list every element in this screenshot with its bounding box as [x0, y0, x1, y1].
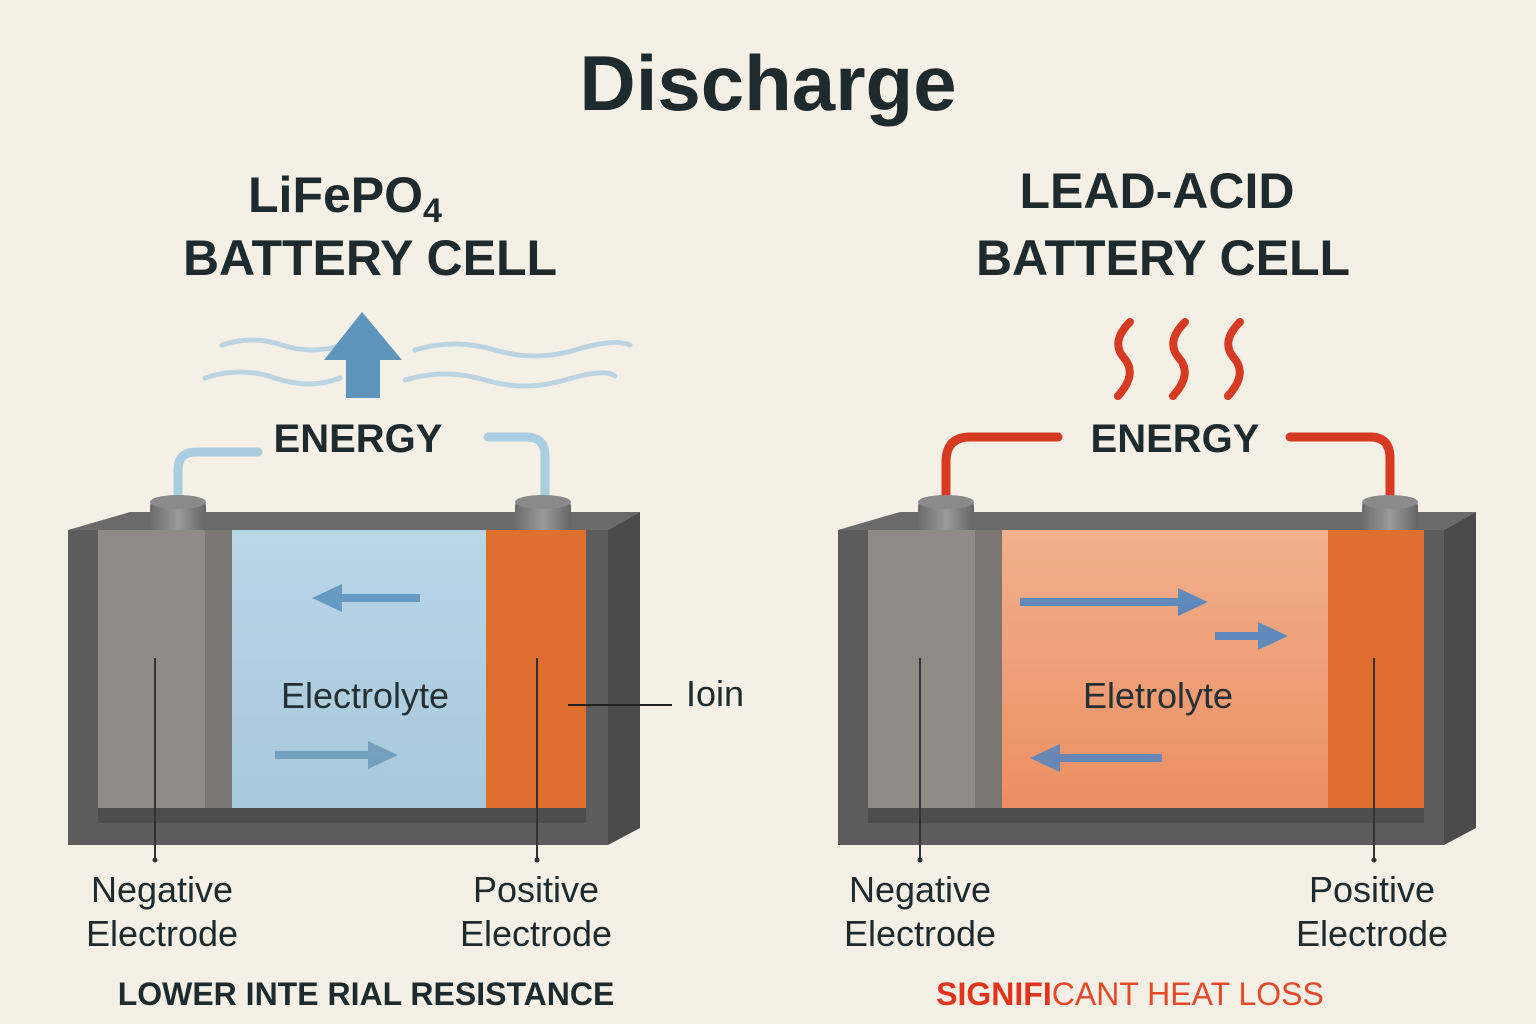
right-footer: SIGNIFICANT HEAT LOSS — [936, 976, 1324, 1012]
left-ion-arrow-right — [275, 741, 398, 769]
right-ion-arrow-1 — [1020, 588, 1208, 616]
right-ion-arrow-3 — [1030, 744, 1162, 772]
right-negative-label-2: Electrode — [844, 913, 996, 954]
heat-waves-icon — [1114, 318, 1244, 400]
left-wire — [173, 432, 550, 510]
left-electrolyte — [232, 530, 486, 808]
left-positive-label-1: Positive — [473, 869, 599, 910]
left-footer: LOWER INTE RIAL RESISTANCE — [118, 976, 615, 1012]
right-negative-terminal — [918, 495, 974, 530]
lead-acid-cell: LEAD-ACID BATTERY CELL ENERGY — [838, 163, 1476, 1012]
lifepo4-cell: LiFePO4 BATTERY CELL ENERGY — [68, 167, 744, 1012]
left-energy-label: ENERGY — [274, 417, 443, 461]
right-negative-label-1: Negative — [849, 869, 991, 910]
left-negative-label-2: Electrode — [86, 913, 238, 954]
left-electrolyte-label: Electrolyte — [281, 675, 449, 716]
right-heading-line1: LEAD-ACID — [1020, 163, 1295, 219]
left-positive-label-2: Electrode — [460, 913, 612, 954]
left-casing-floor — [98, 808, 586, 823]
right-casing-side — [1444, 512, 1476, 845]
energy-up-arrow-icon — [324, 312, 402, 398]
left-heading-line2: BATTERY CELL — [183, 230, 557, 286]
left-casing-top — [68, 512, 640, 530]
right-energy-label: ENERGY — [1091, 417, 1260, 461]
left-ion-arrow-left — [312, 584, 420, 612]
right-casing-top — [838, 512, 1476, 530]
left-negative-label-1: Negative — [91, 869, 233, 910]
right-positive-terminal — [1362, 495, 1418, 530]
left-negative-electrode-side — [205, 530, 232, 823]
right-positive-electrode — [1328, 530, 1424, 823]
right-positive-label-2: Electrode — [1296, 913, 1448, 954]
left-positive-terminal — [515, 495, 571, 530]
right-wire — [941, 432, 1395, 510]
ion-label: Ioin — [686, 673, 744, 714]
left-casing-side — [608, 512, 640, 845]
right-casing-floor — [868, 808, 1424, 823]
left-negative-terminal — [150, 495, 206, 530]
right-positive-label-1: Positive — [1309, 869, 1435, 910]
left-heading-line1: LiFePO4 — [248, 167, 442, 230]
right-ion-arrow-2 — [1215, 622, 1288, 650]
energy-waves-icon — [202, 337, 633, 389]
right-electrolyte-label: Eletrolyte — [1083, 675, 1233, 716]
right-heading-line2: BATTERY CELL — [976, 230, 1350, 286]
page-title: Discharge — [579, 39, 956, 127]
right-negative-electrode-side — [975, 530, 1002, 823]
